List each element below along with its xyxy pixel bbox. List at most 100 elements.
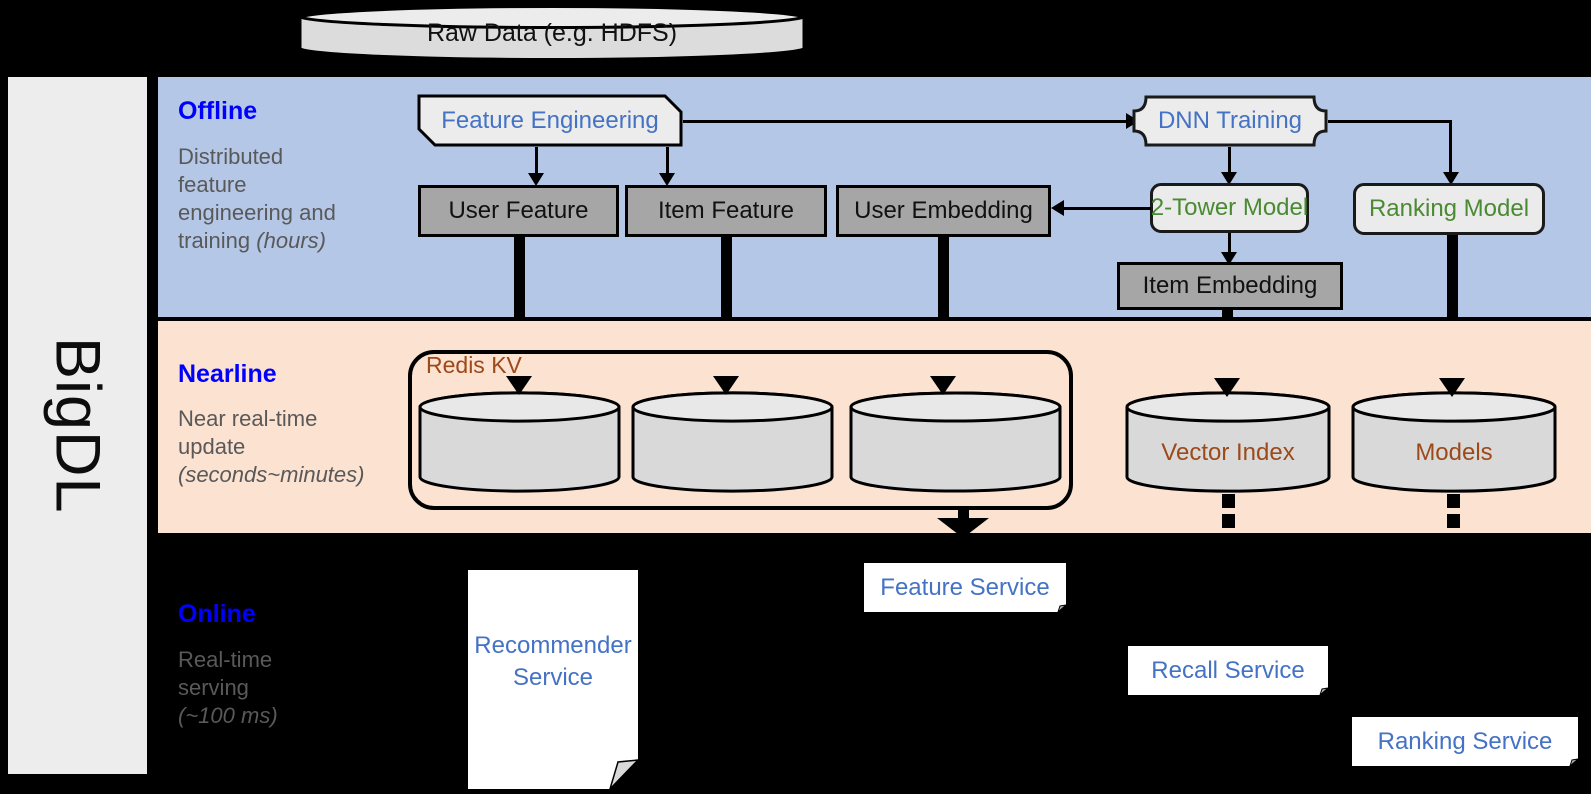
offline-sub-italic: (hours) — [256, 228, 326, 254]
feature-engineering-node[interactable]: Feature Engineering — [417, 94, 683, 147]
cylinder-shape — [1351, 391, 1557, 493]
redis-kv-container — [408, 350, 1073, 510]
bigdl-label: BigDL — [42, 337, 113, 514]
nearline-band-title: Nearline — [178, 360, 277, 388]
arrow-dnn-to-ranking-head — [1443, 172, 1459, 185]
ranking-model-node[interactable]: Ranking Model — [1353, 183, 1545, 235]
cylinder-models-label: Models — [1415, 439, 1493, 466]
store-user-feature-label: User Feature — [448, 197, 589, 224]
store-item-feature-label: Item Feature — [657, 197, 795, 224]
cylinder-user-embedding-store[interactable] — [848, 390, 1063, 494]
store-item-feature[interactable]: Item Feature — [625, 185, 827, 237]
arrow-twotower-to-userembed-head — [1051, 200, 1064, 216]
recommender-service-node[interactable]: Recommender Service — [468, 570, 640, 790]
dnn-training-node[interactable]: DNN Training — [1132, 95, 1328, 147]
feature-service-label-wrap: Feature Service — [864, 563, 1066, 612]
arrow-fe-to-userfeature-head — [528, 173, 544, 186]
recall-service-shape — [1128, 646, 1330, 697]
ranking-service-label-wrap: Ranking Service — [1352, 717, 1578, 766]
recall-service-node[interactable]: Recall Service — [1128, 646, 1330, 697]
dash-vector-index-2 — [1222, 514, 1235, 528]
recommender-service-label: Recommender Service — [468, 630, 638, 695]
cylinder-vector-index[interactable]: Vector Index — [1124, 390, 1332, 494]
store-item-embedding[interactable]: Item Embedding — [1117, 262, 1343, 310]
recall-service-label: Recall Service — [1151, 656, 1305, 684]
cylinder-user-feature-store[interactable] — [417, 390, 622, 494]
redis-kv-label: Redis KV — [426, 352, 522, 378]
arrow-twotower-to-itemembed-stem — [1228, 233, 1231, 258]
ranking-service-node[interactable]: Ranking Service — [1352, 717, 1580, 768]
store-user-embedding[interactable]: User Embedding — [836, 185, 1051, 237]
recommender-service-line-1: Recommender — [474, 632, 632, 659]
two-tower-model-label: 2-Tower Model — [1150, 194, 1309, 221]
arrow-dnn-to-ranking-v — [1449, 120, 1452, 175]
offline-band-subtitle: Distributed feature engineering and trai… — [178, 143, 393, 256]
two-tower-model-node[interactable]: 2-Tower Model — [1150, 183, 1309, 233]
offline-sub-line-1: Distributed — [178, 144, 284, 169]
pipe-ranking-model — [1447, 235, 1458, 395]
store-user-feature[interactable]: User Feature — [418, 185, 619, 237]
arrowhead-redis-to-feature-service — [937, 518, 989, 538]
bigdl-framework-rail: BigDL — [8, 77, 147, 774]
store-item-embedding-label: Item Embedding — [1142, 272, 1318, 299]
cylinder-shape — [1125, 391, 1331, 493]
arrowhead-to-item-feature-store — [713, 376, 739, 395]
dash-vector-index-1 — [1222, 494, 1235, 508]
ranking-service-label: Ranking Service — [1377, 727, 1553, 755]
pipe-user-embedding — [938, 237, 949, 392]
nearline-band-subtitle: Near real-time update (seconds~minutes) — [178, 405, 413, 489]
raw-data-cylinder: Raw Data (e.g. HDFS) — [295, 3, 809, 63]
arrow-twotower-to-userembed-line — [1063, 207, 1151, 210]
nearline-sub-line-1: Near real-time — [178, 406, 318, 431]
cylinder-shape — [631, 391, 834, 493]
online-band-subtitle: Real-time serving (~100 ms) — [178, 646, 393, 730]
pipe-item-feature — [721, 237, 732, 392]
ranking-service-shape — [1352, 717, 1580, 768]
arrow-dnn-to-twotower-head — [1221, 172, 1237, 185]
nearline-sub-italic: (seconds~minutes) — [178, 462, 365, 488]
arrow-dnn-to-twotower-stem — [1228, 147, 1231, 175]
arrowhead-to-user-embedding-store — [930, 376, 956, 395]
dash-models-2 — [1447, 514, 1460, 528]
feature-engineering-label: Feature Engineering — [441, 106, 659, 134]
dash-models-1 — [1447, 494, 1460, 508]
arrowhead-to-models — [1439, 378, 1465, 397]
feature-service-label: Feature Service — [880, 573, 1050, 601]
online-band-title: Online — [178, 600, 256, 628]
arrow-fe-to-userfeature-stem — [535, 147, 538, 176]
arrow-dnn-to-ranking-h — [1328, 120, 1452, 123]
ranking-model-label: Ranking Model — [1368, 195, 1530, 222]
arrowhead-to-user-feature-store — [506, 376, 532, 395]
cylinder-models[interactable]: Models — [1350, 390, 1558, 494]
pipe-redis-to-feature-service — [958, 510, 969, 522]
feature-service-node[interactable]: Feature Service — [864, 563, 1068, 614]
feature-service-shape — [864, 563, 1068, 614]
store-user-embedding-label: User Embedding — [854, 197, 1033, 224]
cylinder-shape — [849, 391, 1062, 493]
cylinder-item-feature-store[interactable] — [630, 390, 835, 494]
arrow-fe-to-dnn-line — [683, 120, 1130, 123]
feature-engineering-shape — [417, 94, 683, 147]
nearline-sub-line-2: update — [178, 434, 246, 460]
cylinder-vector-index-label: Vector Index — [1161, 439, 1295, 466]
recommender-service-shape — [468, 570, 640, 790]
offline-sub-line-3: engineering and — [178, 200, 336, 226]
arrowhead-to-vector-index — [1214, 378, 1240, 397]
arrow-twotower-to-itemembed-head — [1221, 252, 1237, 265]
recommender-service-line-2: Service — [512, 664, 594, 692]
offline-sub-line-2: feature — [178, 172, 247, 198]
raw-data-cylinder-shape — [295, 5, 809, 61]
recall-service-label-wrap: Recall Service — [1128, 646, 1328, 695]
arrow-fe-to-itemfeature-head — [659, 173, 675, 186]
dnn-training-label: DNN Training — [1157, 107, 1303, 134]
arrow-fe-to-itemfeature-stem — [666, 147, 669, 176]
offline-sub-line-4: training — [178, 228, 257, 254]
cylinder-shape — [418, 391, 621, 493]
pipe-user-feature — [514, 237, 525, 392]
arrow-rawdata-to-fe-head — [537, 58, 563, 77]
online-sub-line-2: serving — [178, 675, 249, 701]
online-sub-italic: (~100 ms) — [178, 703, 278, 729]
raw-data-label: Raw Data (e.g. HDFS) — [426, 18, 678, 47]
dnn-training-shape — [1132, 95, 1328, 147]
